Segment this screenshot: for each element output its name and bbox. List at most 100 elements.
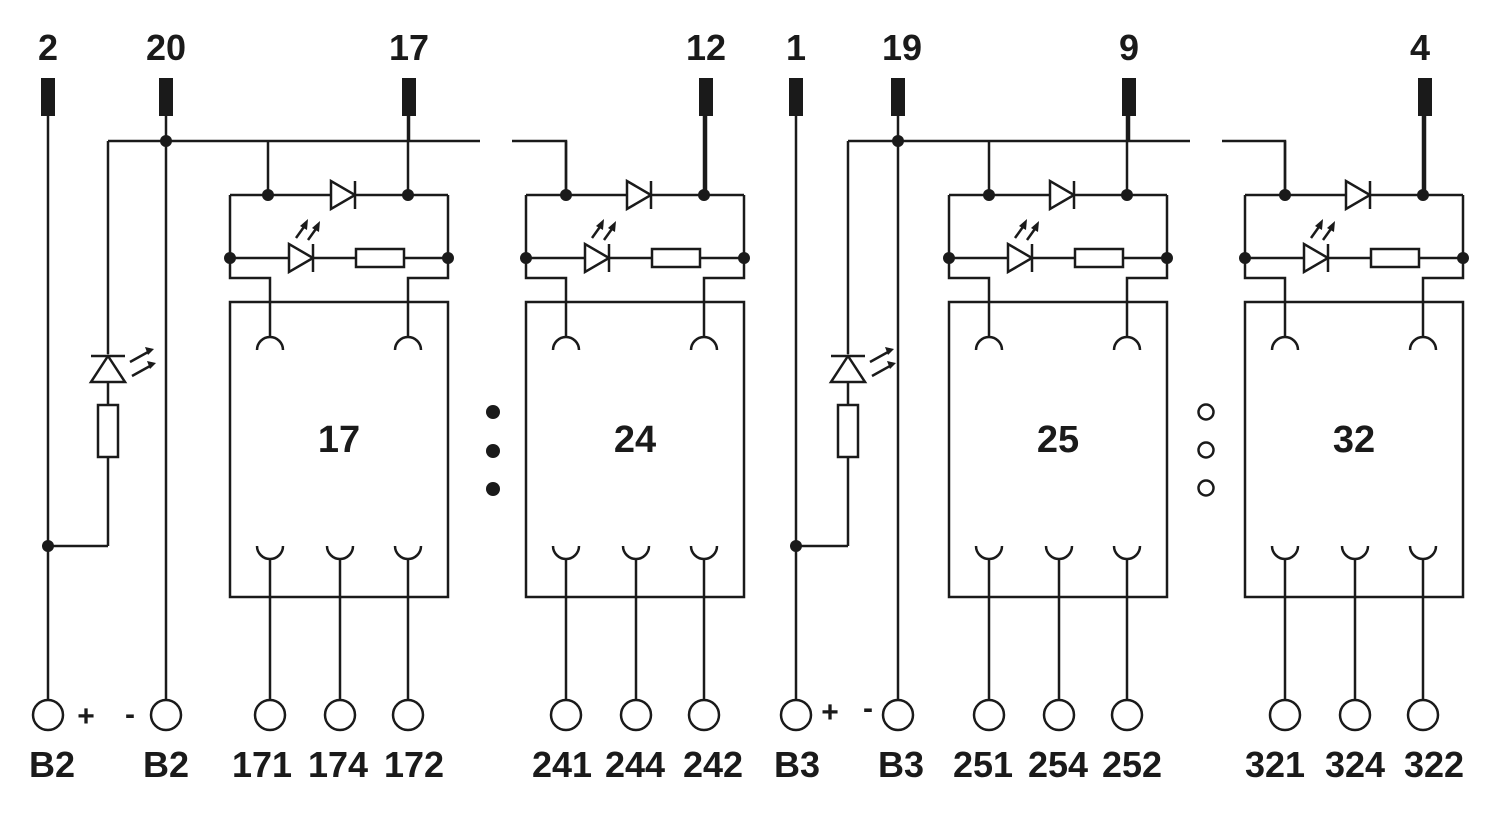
relay-coil-contact-icon [974, 545, 1004, 561]
junction-dot [790, 540, 802, 552]
terminal-icon [619, 698, 653, 732]
relay-number: 32 [1333, 419, 1375, 461]
junction-dot [943, 252, 955, 264]
relay-number: 25 [1037, 419, 1079, 461]
polarity-plus: + [77, 700, 95, 733]
relay-coil-contact-icon [689, 335, 719, 351]
top-terminal-pin [159, 78, 173, 116]
junction-dot [983, 189, 995, 201]
resistor-icon [354, 247, 406, 269]
relay-coil-contact-icon [393, 335, 423, 351]
junction-dot [520, 252, 532, 264]
terminal-icon [779, 698, 813, 732]
bottom-terminal-label: 172 [384, 744, 444, 785]
polarity-minus: - [863, 692, 873, 725]
junction-dot [560, 189, 572, 201]
junction-dot [442, 252, 454, 264]
terminal-icon [881, 698, 915, 732]
top-terminal-pin [402, 78, 416, 116]
relay-coil-contact-icon [689, 545, 719, 561]
led-icon [583, 217, 618, 274]
junction-dot [486, 405, 500, 419]
terminal-icon [391, 698, 425, 732]
relay-coil-contact-icon [255, 335, 285, 351]
top-terminal-label: 19 [882, 27, 922, 68]
ellipsis-dot [1197, 479, 1215, 497]
bottom-terminal-label: 251 [953, 744, 1013, 785]
resistor-icon [96, 403, 120, 459]
junction-dot [1417, 189, 1429, 201]
ellipsis-dot [1197, 403, 1215, 421]
relay-box [1243, 300, 1465, 599]
diode-icon [1048, 179, 1076, 211]
terminal-icon [1110, 698, 1144, 732]
junction-dot [160, 135, 172, 147]
junction-dot [892, 135, 904, 147]
relay-box [228, 300, 450, 599]
junction-dot [224, 252, 236, 264]
junction-dot [1457, 252, 1469, 264]
top-terminal-label: 4 [1410, 27, 1430, 68]
relay-number: 17 [318, 419, 360, 461]
relay-coil-contact-icon [1044, 545, 1074, 561]
relay-coil-contact-icon [1340, 545, 1370, 561]
led-icon [829, 345, 898, 384]
terminal-icon [323, 698, 357, 732]
relay-coil-contact-icon [1112, 335, 1142, 351]
bottom-terminal-label: 242 [683, 744, 743, 785]
top-terminal-label: 1 [786, 27, 806, 68]
top-terminal-pin [1418, 78, 1432, 116]
wire [1222, 139, 1287, 195]
top-terminal-label: 12 [686, 27, 726, 68]
relay-coil-contact-icon [551, 335, 581, 351]
led-icon [89, 345, 158, 384]
relay-coil-contact-icon [621, 545, 651, 561]
relay-coil-contact-icon [393, 545, 423, 561]
wire [406, 258, 450, 336]
resistor-icon [1073, 247, 1125, 269]
terminal-icon [972, 698, 1006, 732]
junction-dot [698, 189, 710, 201]
terminal-icon [1406, 698, 1440, 732]
wire [1421, 258, 1465, 336]
polarity-minus: - [125, 698, 135, 731]
junction-dot [1121, 189, 1133, 201]
relay-coil-contact-icon [1112, 545, 1142, 561]
ellipsis-dot [1197, 441, 1215, 459]
relay-coil-contact-icon [1270, 335, 1300, 351]
top-terminal-label: 2 [38, 27, 58, 68]
junction-dot [402, 189, 414, 201]
top-terminal-label: 17 [389, 27, 429, 68]
junction-dot [486, 444, 500, 458]
relay-number: 24 [614, 419, 656, 461]
junction-dot [486, 482, 500, 496]
terminal-icon [149, 698, 183, 732]
bottom-terminal-label: B3 [878, 744, 924, 785]
top-terminal-pin [699, 78, 713, 116]
wire [228, 258, 272, 336]
wire [947, 258, 991, 336]
bottom-terminal-label: B2 [29, 744, 75, 785]
top-terminal-pin [41, 78, 55, 116]
terminal-icon [253, 698, 287, 732]
junction-dot [1239, 252, 1251, 264]
wire [524, 258, 568, 336]
wire [1125, 258, 1169, 336]
relay-coil-contact-icon [974, 335, 1004, 351]
wire [512, 139, 568, 195]
diode-icon [1344, 179, 1372, 211]
junction-dot [42, 540, 54, 552]
terminal-icon [1338, 698, 1372, 732]
bottom-terminal-label: 322 [1404, 744, 1464, 785]
top-terminal-pin [789, 78, 803, 116]
wire [1243, 258, 1287, 336]
relay-box [947, 300, 1169, 599]
resistor-icon [650, 247, 702, 269]
terminal-icon [1268, 698, 1302, 732]
led-icon [1302, 217, 1337, 274]
wire [702, 258, 746, 336]
bottom-terminal-label: 241 [532, 744, 592, 785]
junction-dot [262, 189, 274, 201]
junction-dot [1161, 252, 1173, 264]
